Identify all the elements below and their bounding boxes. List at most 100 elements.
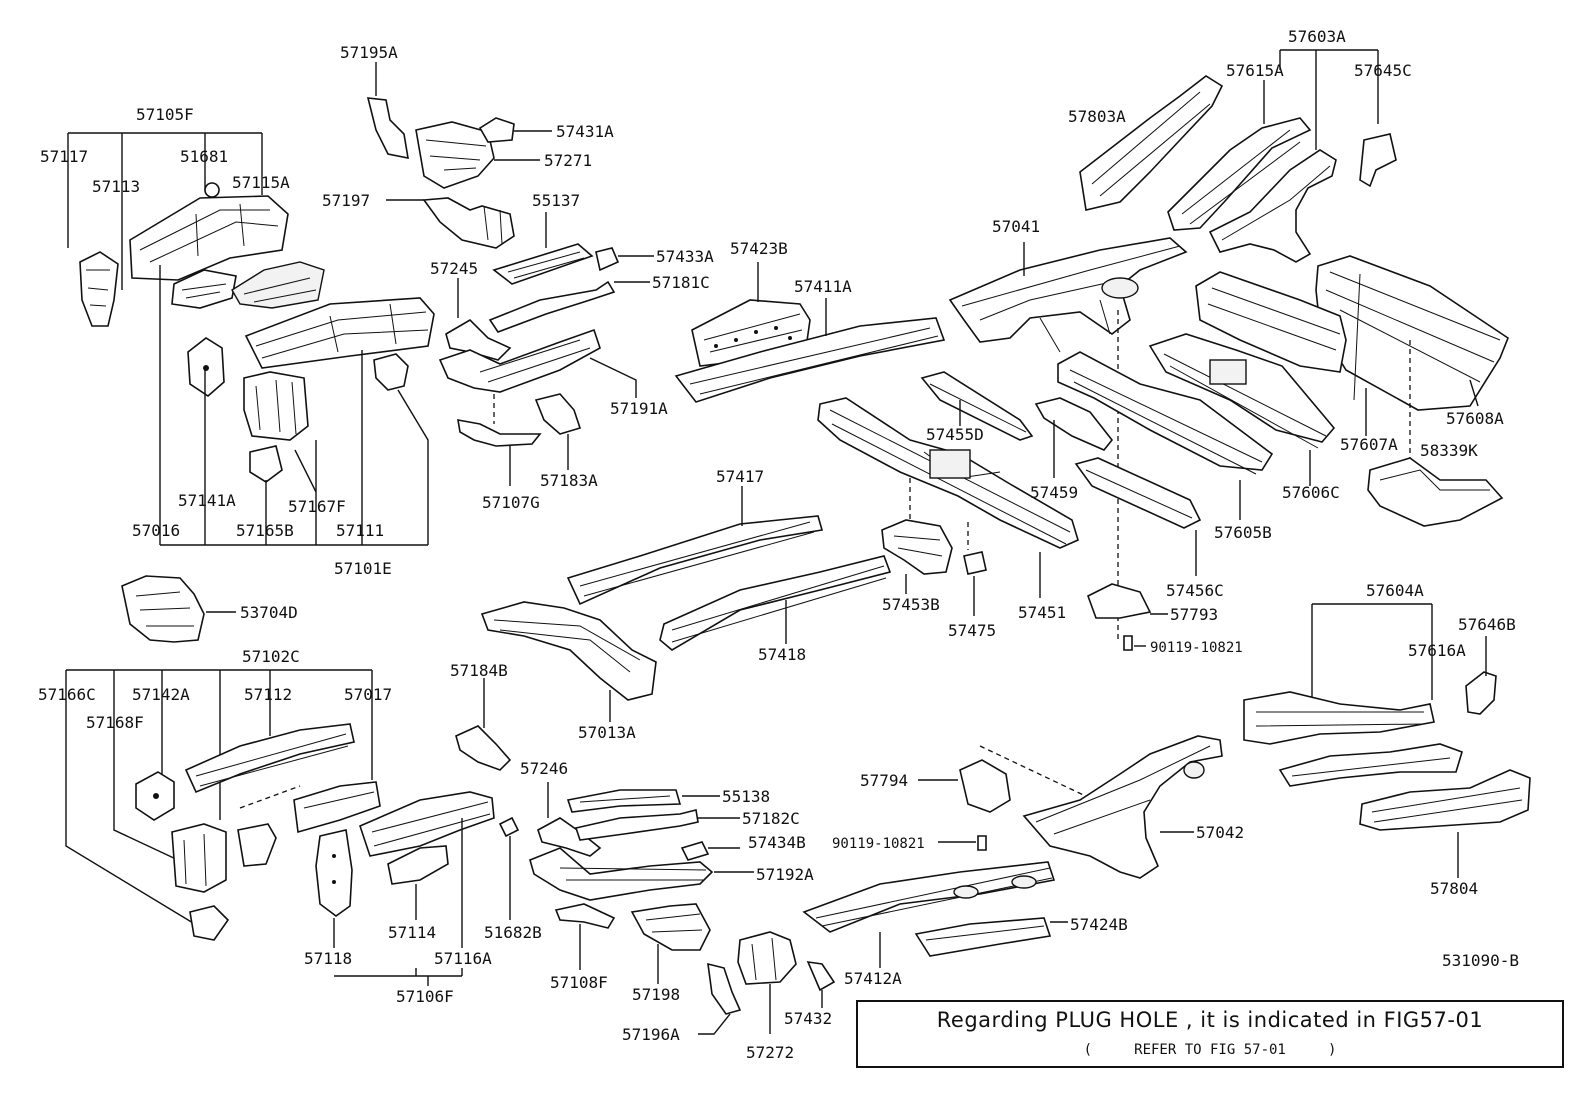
label-57105F: 57105F <box>136 105 194 124</box>
label-57246: 57246 <box>520 759 568 778</box>
label-57168F: 57168F <box>86 713 144 732</box>
group-front-side-member-upper <box>67 132 435 546</box>
label-57646B: 57646B <box>1458 615 1516 634</box>
part-57017-shape <box>293 781 381 834</box>
label-57192A: 57192A <box>756 865 814 884</box>
label-57195A: 57195A <box>340 43 398 62</box>
label-57453B: 57453B <box>882 595 940 614</box>
label-57604A: 57604A <box>1366 581 1424 600</box>
group-lower-center-brackets <box>455 678 836 1035</box>
label-57191A: 57191A <box>610 399 668 418</box>
label-57423B: 57423B <box>730 239 788 258</box>
part-57271-shape <box>415 121 495 189</box>
label-57111: 57111 <box>336 521 384 540</box>
part-57646B-shape <box>1465 671 1497 715</box>
part-57455D-shape <box>920 371 1034 441</box>
part-57803A-shape <box>1079 75 1224 211</box>
group-front-side-member-lower <box>65 575 520 986</box>
label-57645C: 57645C <box>1354 61 1412 80</box>
plug-hole-note-text: Regarding PLUG HOLE , it is indicated in… <box>936 1008 1484 1032</box>
part-57198-shape <box>630 903 711 951</box>
label-57115A: 57115A <box>232 173 290 192</box>
label-57804: 57804 <box>1430 879 1478 898</box>
label-57113: 57113 <box>92 177 140 196</box>
part-57115A-shape <box>129 195 289 281</box>
part-57181C-shape <box>488 280 616 333</box>
label-57456C: 57456C <box>1166 581 1224 600</box>
label-57182C: 57182C <box>742 809 800 828</box>
part-57114-shape <box>387 845 449 885</box>
part-57013A-shape <box>480 601 657 701</box>
label-57166C: 57166C <box>38 685 96 704</box>
label-57603A: 57603A <box>1288 27 1346 46</box>
label-57455D: 57455D <box>926 425 984 444</box>
part-57112-shape <box>184 723 355 794</box>
label-57013A: 57013A <box>578 723 636 742</box>
part-57116A-shape <box>359 791 495 857</box>
label-57794: 57794 <box>860 771 908 790</box>
part-55138-shape <box>566 789 682 813</box>
group-rear-floor-crossmember <box>817 371 1202 651</box>
label-90119-10821-lower: 90119-10821 <box>832 836 925 852</box>
label-57615A: 57615A <box>1226 61 1284 80</box>
group-floor-side-member-front <box>674 262 946 403</box>
plug-hole-note-box: Regarding PLUG HOLE , it is indicated in… <box>856 1000 1564 1068</box>
part-57107G-shape <box>457 419 542 447</box>
label-57116A: 57116A <box>434 949 492 968</box>
label-51682B: 51682B <box>484 923 542 942</box>
part-57196A-shape <box>707 962 742 1015</box>
part-57246-shape <box>537 817 602 857</box>
group-rear-center-members <box>802 735 1223 968</box>
label-57431A: 57431A <box>556 122 614 141</box>
part-57411A-shape <box>674 317 946 403</box>
label-58339K: 58339K <box>1420 441 1478 460</box>
label-57114: 57114 <box>388 923 436 942</box>
part-57433A-shape <box>595 247 620 272</box>
label-57411A: 57411A <box>794 277 852 296</box>
label-57181C: 57181C <box>652 273 710 292</box>
part-57113-shape <box>171 269 237 309</box>
part-57607A-shape <box>1195 271 1347 373</box>
part-57645C-shape <box>1359 133 1397 188</box>
label-57165B: 57165B <box>236 521 294 540</box>
part-57794-shape <box>959 759 1011 813</box>
label-57101E: 57101E <box>334 559 392 578</box>
plug-hole-reference-text: ( REFER TO FIG 57-01 ) <box>1083 1042 1337 1058</box>
label-57424B: 57424B <box>1070 915 1128 934</box>
group-rear-side-member <box>1057 49 1509 527</box>
label-57141A: 57141A <box>178 491 236 510</box>
part-57432-shape <box>806 961 836 992</box>
part-57041-shape <box>948 237 1188 343</box>
part-57604A-shape <box>1243 691 1435 745</box>
part-57793-shape <box>1087 583 1152 619</box>
group-rear-side-member-lower <box>1243 603 1531 878</box>
label-57418: 57418 <box>758 645 806 664</box>
group-center-crossmember <box>948 237 1188 640</box>
drawing-code: 531090-B <box>1442 951 1520 970</box>
part-57182C-shape <box>574 809 699 841</box>
part-57245-shape <box>445 318 512 361</box>
label-57272: 57272 <box>746 1043 794 1062</box>
part-57166C-shape <box>171 823 227 893</box>
label-57616A: 57616A <box>1408 641 1466 660</box>
label-57417: 57417 <box>716 467 764 486</box>
label-55137: 55137 <box>532 191 580 210</box>
label-57434B: 57434B <box>748 833 806 852</box>
label-57608A: 57608A <box>1446 409 1504 428</box>
label-57475: 57475 <box>948 621 996 640</box>
label-90119-10821-upper: 90119-10821 <box>1150 640 1243 656</box>
label-57451: 57451 <box>1018 603 1066 622</box>
part-55137-shape <box>492 243 594 285</box>
part-57418-shape <box>659 555 892 651</box>
part-57417-shape <box>566 515 824 606</box>
label-57108F: 57108F <box>550 973 608 992</box>
label-57432: 57432 <box>784 1009 832 1028</box>
label-57793: 57793 <box>1170 605 1218 624</box>
label-57118: 57118 <box>304 949 352 968</box>
label-57041: 57041 <box>992 217 1040 236</box>
label-57605B: 57605B <box>1214 523 1272 542</box>
label-57459: 57459 <box>1030 483 1078 502</box>
label-57102C: 57102C <box>242 647 300 666</box>
label-53704D: 53704D <box>240 603 298 622</box>
label-57271: 57271 <box>544 151 592 170</box>
